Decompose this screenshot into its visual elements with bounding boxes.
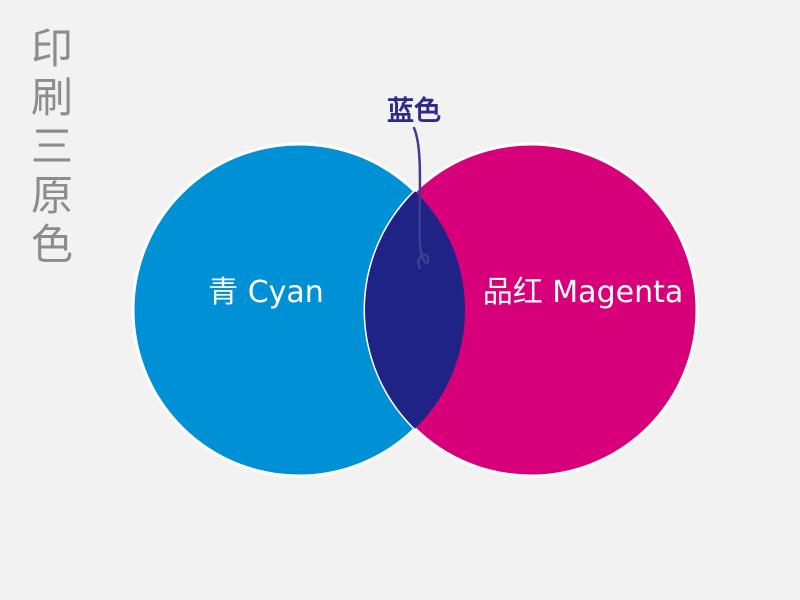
overlap-label: 蓝色 [387, 95, 441, 127]
cyan-label: 青 Cyan [208, 275, 324, 310]
magenta-label: 品红 Magenta [483, 275, 683, 310]
slide-title-vertical: 印 刷 三 原 色 [24, 24, 80, 269]
title-char: 刷 [30, 73, 73, 122]
title-char: 原 [30, 171, 73, 220]
title-char: 印 [30, 24, 73, 73]
title-char: 色 [30, 220, 73, 269]
title-char: 三 [30, 122, 73, 171]
overlap-callout-line [412, 126, 430, 270]
